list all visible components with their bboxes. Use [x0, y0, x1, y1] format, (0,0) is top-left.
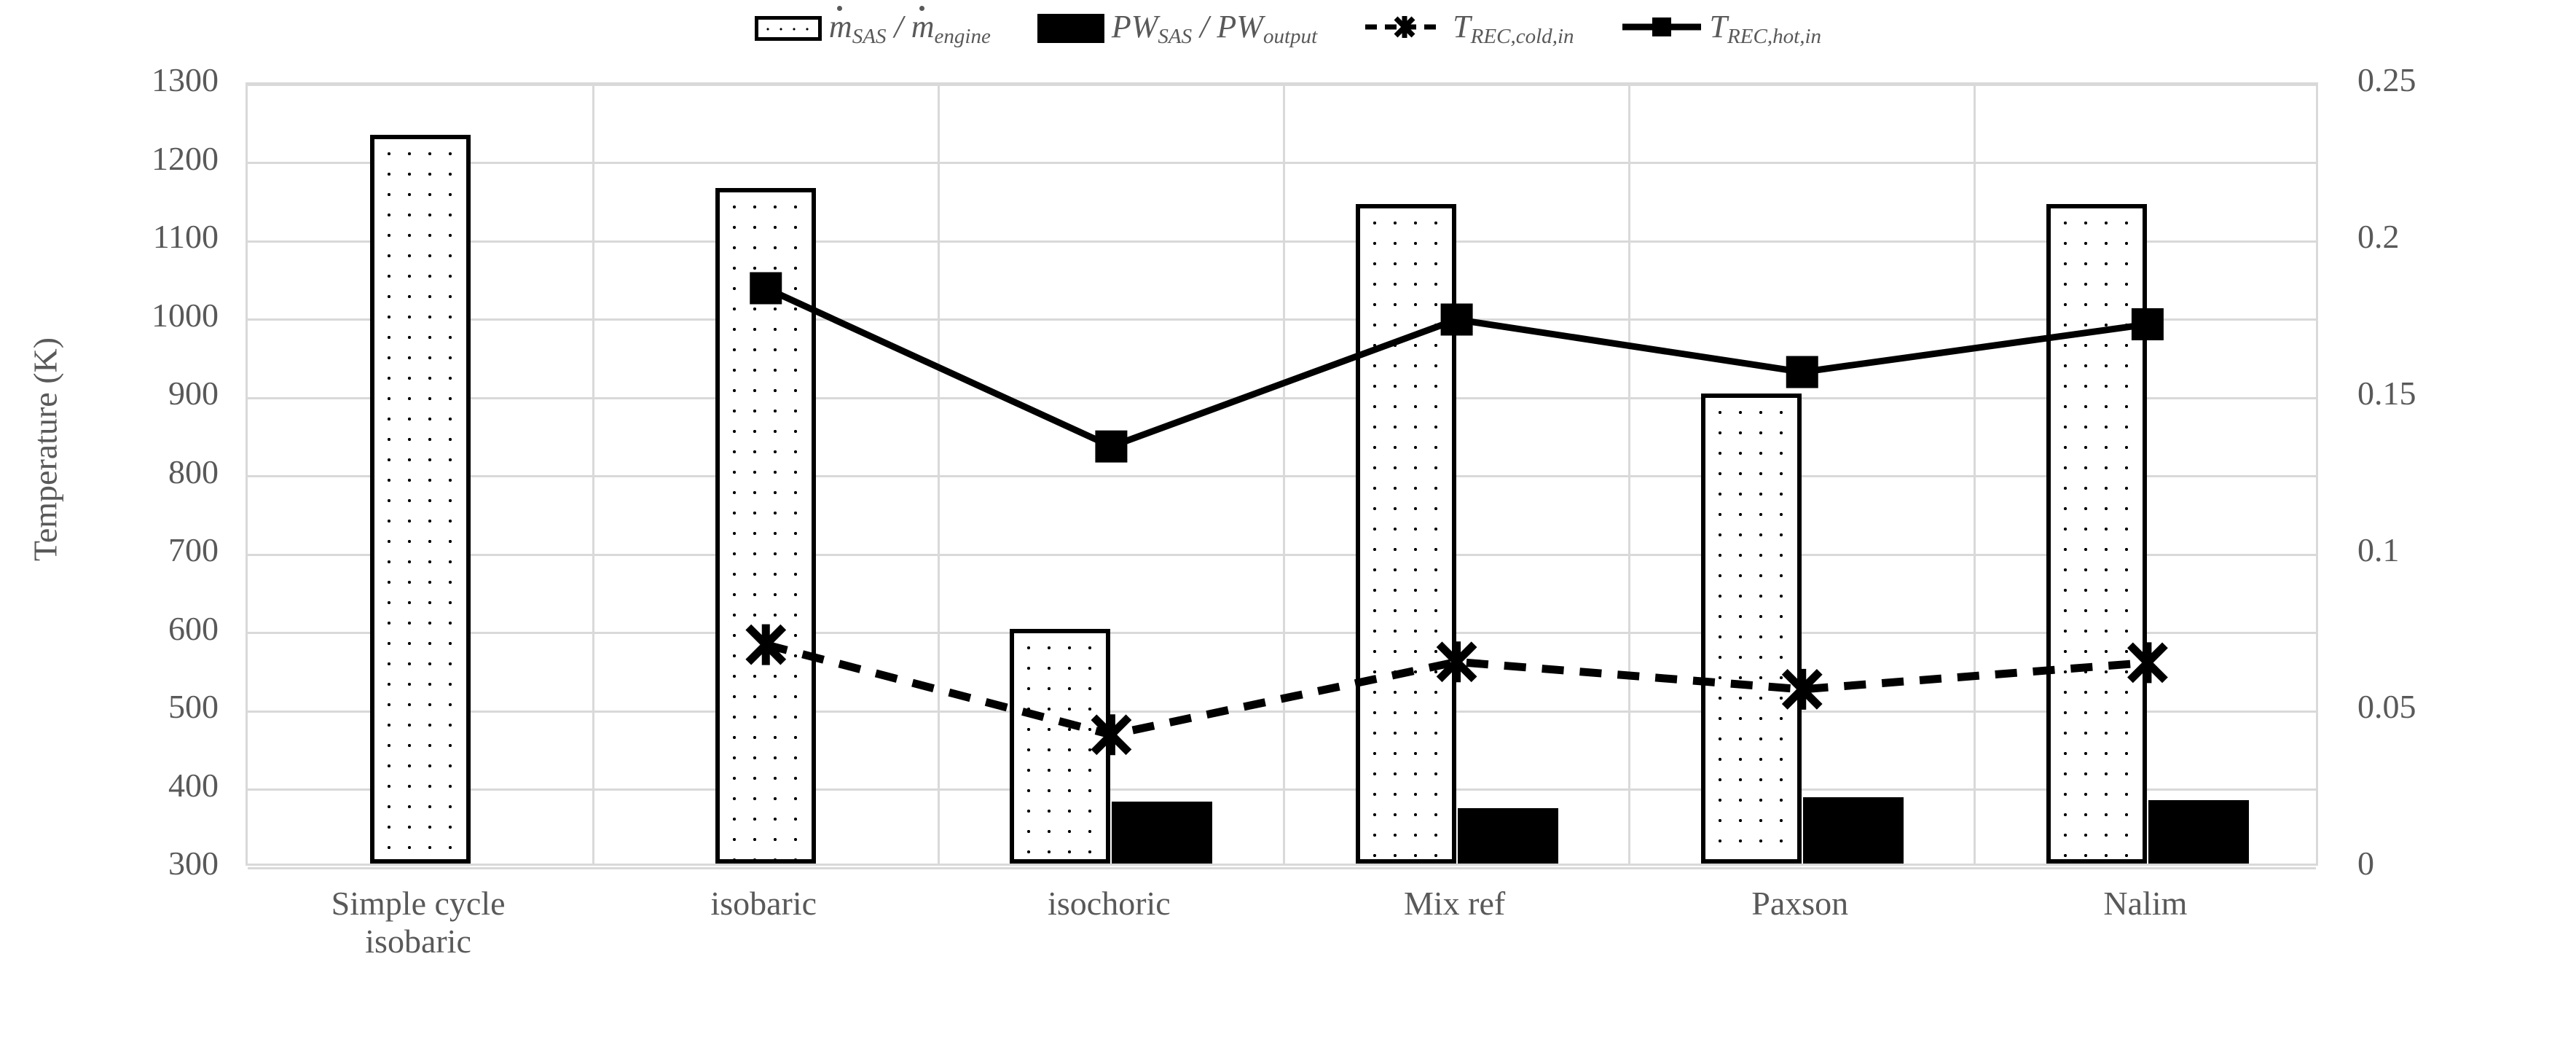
- pw-output-symbol: PW: [1217, 8, 1263, 44]
- y-axis-left-tick-label: 1000: [152, 296, 219, 334]
- y-axis-right-tick-label: 0.05: [2357, 688, 2416, 725]
- category-label-line: Paxson: [1751, 885, 1849, 922]
- y-axis-left-tick-label: 1100: [152, 218, 219, 255]
- marker-x-t-rec-cold-in: [745, 624, 787, 665]
- t-cold-symbol: T: [1453, 8, 1471, 44]
- bar-mass-flow-ratio: [1010, 628, 1111, 864]
- legend-label-t-rec-hot-in: TREC,hot,in: [1710, 8, 1822, 49]
- plot-area: [246, 82, 2318, 869]
- y-axis-right-tick-label: 0.25: [2357, 61, 2416, 98]
- bar-power-ratio: [1457, 808, 1558, 864]
- legend-item-t-rec-hot-in: TREC,hot,in: [1621, 8, 1822, 49]
- solid-swatch-icon: [1037, 14, 1104, 43]
- gridline: [248, 162, 2316, 164]
- y-axis-right-tick-label: 0: [2357, 845, 2374, 882]
- m-dot-engine-symbol: m: [911, 8, 935, 44]
- y-axis-left-tick-label: 900: [168, 375, 219, 412]
- x-axis-category-label: Paxson: [1627, 885, 1973, 923]
- category-separator: [1974, 85, 1976, 864]
- gridline: [248, 318, 2316, 321]
- y-axis-right-tick-label: 0.1: [2357, 531, 2400, 568]
- gridline: [248, 553, 2316, 556]
- marker-square-t-rec-hot-in: [1786, 356, 1818, 388]
- bar-power-ratio: [1802, 797, 1904, 864]
- legend-sub-engine: engine: [934, 25, 991, 49]
- line-series-layer: [745, 272, 2168, 756]
- gridline: [248, 866, 2316, 869]
- category-label-line: isobaric: [710, 885, 817, 922]
- category-label-line: isobaric: [365, 922, 471, 960]
- x-axis-category-label: isochoric: [936, 885, 1281, 923]
- legend-sub-sas: SAS: [852, 25, 887, 49]
- y-axis-left-tick-label: 700: [168, 531, 219, 568]
- y-axis-right-tick-label: 0.15: [2357, 375, 2416, 412]
- y-axis-left-tick-label: 600: [168, 609, 219, 647]
- gridline: [248, 240, 2316, 243]
- marker-square-t-rec-hot-in: [2131, 308, 2164, 340]
- t-hot-symbol: T: [1709, 8, 1728, 44]
- y-axis-left-tick-label: 300: [168, 845, 219, 882]
- category-separator: [1628, 85, 1631, 864]
- m-dot-sas-symbol: m: [828, 8, 852, 44]
- y-axis-left-tick-label: 400: [168, 766, 219, 804]
- category-label-line: Simple cycle: [331, 885, 506, 922]
- bar-mass-flow-ratio: [1355, 203, 1456, 864]
- gridline: [248, 788, 2316, 791]
- gridline: [248, 475, 2316, 477]
- category-separator: [592, 85, 594, 864]
- hatched-swatch-icon: [754, 16, 822, 41]
- solid-line-square-marker-icon: [1621, 12, 1703, 45]
- y-axis-left-tick-label: 1300: [152, 61, 219, 98]
- marker-square-t-rec-hot-in: [1440, 303, 1473, 336]
- legend-label-t-rec-cold-in: TREC,cold,in: [1453, 8, 1574, 49]
- category-label-line: isochoric: [1048, 885, 1171, 922]
- bar-mass-flow-ratio: [2046, 203, 2147, 864]
- legend-item-power-ratio: PWSAS / PWoutput: [1037, 8, 1317, 49]
- legend-sub-cold: REC,cold,in: [1470, 25, 1574, 49]
- bar-mass-flow-ratio: [1700, 394, 1802, 864]
- chart-legend: mSAS / mengine PWSAS / PWoutput TREC,col…: [0, 3, 2576, 54]
- legend-item-t-rec-cold-in: TREC,cold,in: [1364, 8, 1574, 49]
- legend-sub-hot: REC,hot,in: [1727, 25, 1822, 49]
- line-t-rec-cold-in: [764, 641, 2148, 739]
- marker-square-t-rec-hot-in: [1095, 430, 1128, 463]
- legend-item-mass-flow-ratio: mSAS / mengine: [754, 8, 991, 49]
- marker-x-t-rec-cold-in: [1091, 714, 1132, 756]
- y-axis-left-tick-label: 1200: [152, 139, 219, 177]
- gridline: [248, 710, 2316, 713]
- gridline: [248, 632, 2316, 634]
- legend-sub-pwsas: SAS: [1158, 25, 1193, 49]
- bar-power-ratio: [2148, 799, 2249, 864]
- marker-square-t-rec-hot-in: [750, 272, 782, 305]
- legend-label-power-ratio: PWSAS / PWoutput: [1112, 8, 1317, 49]
- category-separator: [1283, 85, 1285, 864]
- legend-sep-2: /: [1192, 8, 1217, 44]
- y-axis-left-tick-label: 500: [168, 688, 219, 725]
- bar-mass-flow-ratio: [370, 135, 471, 864]
- category-separator: [937, 85, 940, 864]
- marker-x-t-rec-cold-in: [1436, 641, 1477, 683]
- gridline: [248, 396, 2316, 399]
- marker-x-t-rec-cold-in: [1781, 668, 1823, 710]
- marker-x-t-rec-cold-in: [2127, 642, 2168, 684]
- category-label-line: Mix ref: [1403, 885, 1506, 922]
- legend-label-mass-flow-ratio: mSAS / mengine: [829, 8, 991, 49]
- dashed-line-star-marker-icon: [1364, 12, 1445, 45]
- y-axis-right-tick-label: 0.2: [2357, 218, 2400, 255]
- gridline: [248, 83, 2316, 86]
- x-axis-category-label: isobaric: [591, 885, 936, 923]
- legend-sub-pwoutput: output: [1263, 25, 1318, 49]
- legend-sep-1: /: [886, 8, 911, 44]
- pw-sas-symbol: PW: [1111, 8, 1158, 44]
- x-axis-category-label: Mix ref: [1282, 885, 1627, 923]
- bar-power-ratio: [1112, 801, 1213, 864]
- category-label-line: Nalim: [2103, 885, 2188, 922]
- x-axis-category-label: Nalim: [1973, 885, 2318, 923]
- y-axis-left-tick-label: 800: [168, 453, 219, 490]
